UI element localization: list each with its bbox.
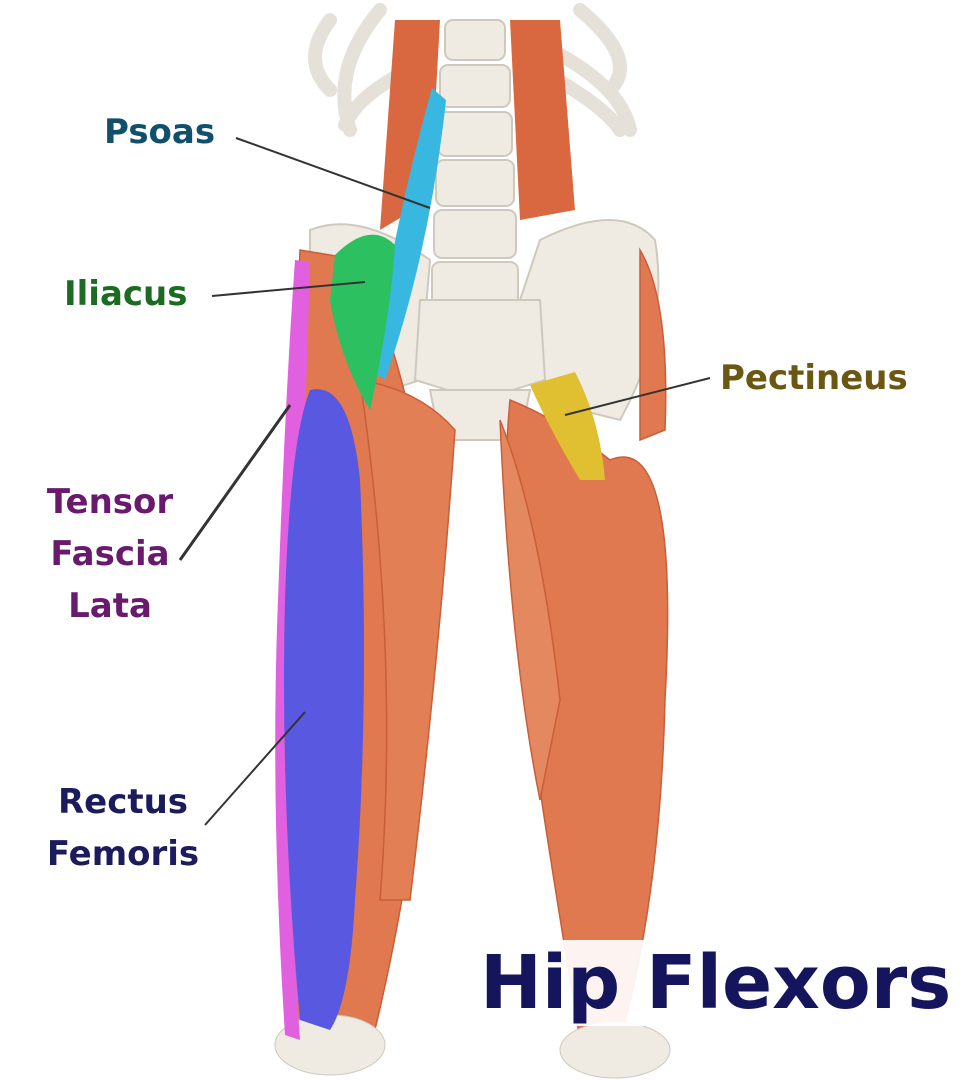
knee-bones: [274, 1014, 671, 1079]
label-tfl-line1: Tensor: [46, 482, 174, 522]
spine: [431, 19, 519, 313]
pectineus-muscle: [530, 372, 605, 480]
label-rf-line2: Femoris: [46, 834, 200, 874]
psoas-muscle: [372, 88, 446, 380]
page-title: Hip Flexors: [470, 940, 962, 1026]
erector-muscle-right: [510, 20, 575, 220]
iliacus-muscle: [330, 234, 395, 410]
label-iliacus: Iliacus: [64, 274, 188, 314]
leader-lines: [178, 137, 711, 826]
label-rf-line1: Rectus: [57, 782, 189, 822]
label-tfl-line2: Fascia: [50, 534, 170, 574]
label-tensor-fascia-lata: Tensor Fascia Lata: [30, 476, 190, 632]
label-psoas: Psoas: [104, 112, 216, 152]
label-tfl-line3: Lata: [68, 586, 152, 626]
label-rectus-femoris: Rectus Femoris: [38, 776, 208, 880]
label-pectineus: Pectineus: [720, 358, 908, 398]
rectus-femoris-muscle: [284, 389, 364, 1030]
